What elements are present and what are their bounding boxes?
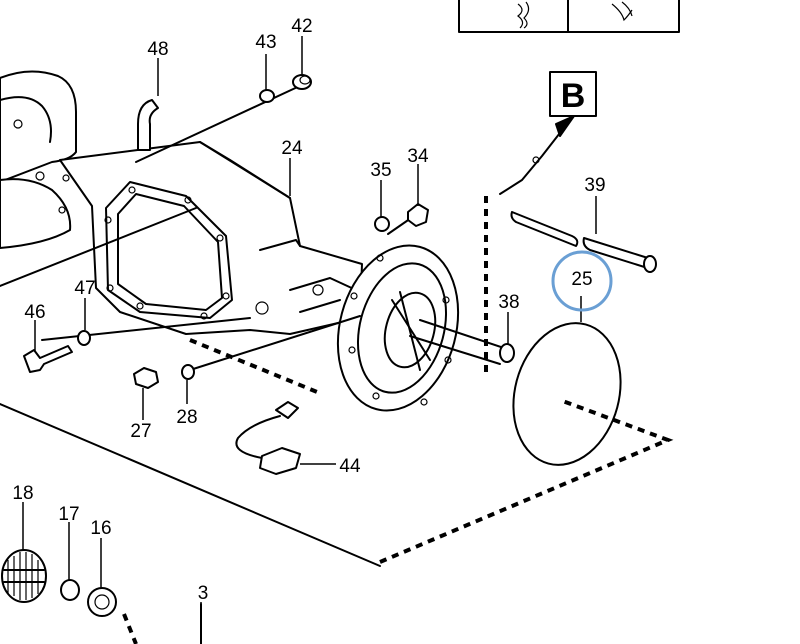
part-39-pins bbox=[499, 115, 657, 273]
callout-24[interactable]: 24 bbox=[281, 138, 303, 159]
callout-48[interactable]: 48 bbox=[147, 39, 168, 60]
part-44-sensor bbox=[235, 401, 301, 475]
callout-38[interactable]: 38 bbox=[498, 292, 519, 313]
part-48-fitting bbox=[137, 99, 159, 151]
part-38-washer bbox=[499, 343, 515, 363]
part-17-ring bbox=[60, 579, 80, 601]
part-18-bearing bbox=[1, 549, 47, 603]
part-25-o-ring bbox=[512, 322, 622, 466]
leader-lines bbox=[22, 36, 597, 604]
part-42-plug bbox=[292, 74, 312, 90]
callout-16[interactable]: 16 bbox=[90, 518, 111, 539]
callout-43[interactable]: 43 bbox=[255, 32, 276, 53]
callout-18[interactable]: 18 bbox=[12, 483, 33, 504]
dashed-group-boundary bbox=[122, 196, 674, 644]
part-43-washer bbox=[259, 89, 275, 103]
detail-b-frame bbox=[549, 71, 597, 117]
callout-28[interactable]: 28 bbox=[176, 407, 197, 428]
axle-housing-left bbox=[0, 70, 77, 249]
callout-25[interactable]: 25 bbox=[571, 269, 592, 290]
inset-box bbox=[458, 0, 680, 33]
part-28-seal bbox=[181, 364, 195, 380]
part-34-plug bbox=[407, 203, 429, 227]
callout-35[interactable]: 35 bbox=[370, 160, 391, 181]
callout-17[interactable]: 17 bbox=[58, 504, 79, 525]
detail-b-label: B bbox=[561, 77, 586, 115]
differential-flange bbox=[336, 244, 460, 412]
callout-46[interactable]: 46 bbox=[24, 302, 45, 323]
callout-39[interactable]: 39 bbox=[584, 175, 605, 196]
callout-44[interactable]: 44 bbox=[339, 456, 361, 477]
part-46-bolt bbox=[23, 345, 73, 373]
part-16-gear bbox=[87, 587, 117, 617]
callout-3[interactable]: 3 bbox=[198, 583, 209, 604]
part-27-plug bbox=[133, 367, 159, 389]
callout-34[interactable]: 34 bbox=[407, 146, 429, 167]
part-47-washer bbox=[77, 330, 91, 346]
assembly-lines bbox=[0, 83, 511, 567]
callout-27[interactable]: 27 bbox=[130, 421, 151, 442]
highlight-circle-25 bbox=[551, 250, 613, 312]
part-35-washer bbox=[374, 216, 390, 232]
callout-42[interactable]: 42 bbox=[291, 16, 312, 37]
callout-47[interactable]: 47 bbox=[74, 278, 95, 299]
axle-housing-center bbox=[59, 141, 363, 335]
